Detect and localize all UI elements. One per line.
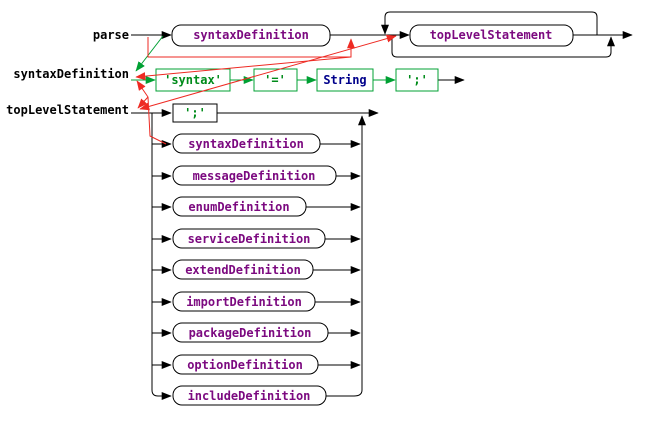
tls-right-collector xyxy=(326,115,366,397)
alt-box-syntaxdefinition-text[interactable]: syntaxDefinition xyxy=(188,137,304,151)
alt-box-servicedefinition-text[interactable]: serviceDefinition xyxy=(188,232,311,246)
terminal-box-syntax-text: 'syntax' xyxy=(164,73,222,87)
ref-box-toplevelstatement[interactable] xyxy=(409,24,574,47)
alt-box-packagedefinition-text[interactable]: packageDefinition xyxy=(189,326,312,340)
ref-box-toplevelstatement-text[interactable]: topLevelStatement xyxy=(430,28,553,42)
terminal-box-semicolon-green-text: ';' xyxy=(406,73,428,87)
alt-box-includedefinition[interactable] xyxy=(172,385,327,406)
definition-links-green xyxy=(135,35,164,72)
tls-left-vertical xyxy=(151,113,172,400)
rule-label-toplevelstatement: topLevelStatement xyxy=(6,103,129,117)
alt-box-optiondefinition[interactable] xyxy=(172,354,319,375)
alt-box-packagedefinition[interactable] xyxy=(172,322,329,343)
alt-box-extenddefinition[interactable] xyxy=(172,259,314,280)
terminal-box-semicolon-black-text: ';' xyxy=(184,106,206,120)
rule-toplevelstatement: topLevelStatement ';' syntaxDefinition m… xyxy=(6,103,379,406)
alt-box-enumdefinition-text[interactable]: enumDefinition xyxy=(188,200,289,214)
alt-box-servicedefinition[interactable] xyxy=(172,228,326,249)
alt-box-importdefinition[interactable] xyxy=(172,291,316,312)
alt-box-enumdefinition[interactable] xyxy=(172,196,307,217)
alt-box-extenddefinition-text[interactable]: extendDefinition xyxy=(185,263,301,277)
green-link-parse-to-syntaxdefinition xyxy=(135,35,164,72)
red-link-alt-syntaxdefinition xyxy=(136,80,167,145)
rule-syntaxdefinition: syntaxDefinition 'syntax' '=' String ';' xyxy=(13,67,465,92)
ref-box-syntaxdefinition-text[interactable]: syntaxDefinition xyxy=(193,28,309,42)
alt-box-optiondefinition-text[interactable]: optionDefinition xyxy=(187,358,303,372)
red-link-label-branch xyxy=(137,96,149,109)
alt-box-importdefinition-text[interactable]: importDefinition xyxy=(186,295,302,309)
token-box-string-text[interactable]: String xyxy=(323,73,366,87)
rule-parse: parse syntaxDefinition topLevelStatement xyxy=(93,11,633,58)
rule-label-parse: parse xyxy=(93,28,129,42)
alt-box-syntaxdefinition[interactable] xyxy=(172,133,321,154)
terminal-box-equals-text: '=' xyxy=(264,73,286,87)
alt-box-messagedefinition[interactable] xyxy=(172,165,337,186)
alt-box-messagedefinition-text[interactable]: messageDefinition xyxy=(193,169,316,183)
rule-label-syntaxdefinition: syntaxDefinition xyxy=(13,67,129,81)
usage-links-red xyxy=(135,34,397,145)
alt-box-includedefinition-text[interactable]: includeDefinition xyxy=(188,389,311,403)
red-link-toplevelstatement-usage xyxy=(139,34,397,111)
parse-loop-line xyxy=(381,11,598,35)
